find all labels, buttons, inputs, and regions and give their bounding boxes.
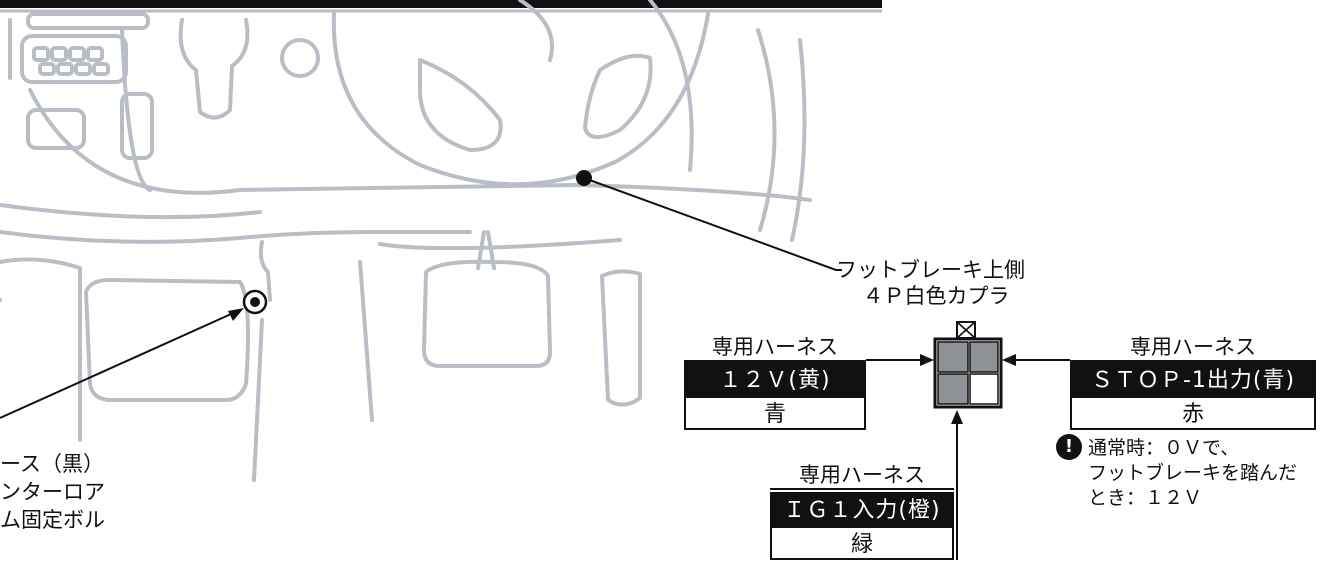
harness-left-signal: １２Ｖ(黄)	[686, 364, 864, 398]
note-line3: とき：１２Ｖ	[1088, 487, 1203, 509]
shift-lever	[178, 18, 250, 120]
harness-bottom-box: ＩＧ１入力(橙) 緑	[770, 492, 954, 560]
pin-bottom-right	[969, 373, 999, 405]
4-pin-connector-icon	[933, 337, 1003, 409]
harness-left-header: 専用ハーネス	[684, 334, 866, 362]
harness-bottom-header: 専用ハーネス	[770, 462, 954, 490]
harness-bottom-wire-color: 緑	[850, 532, 873, 557]
connector-label-line1: フットブレーキ上側	[836, 258, 1025, 282]
vent-panel	[20, 34, 128, 84]
ground-callout-line1: ース（黒）	[0, 452, 104, 476]
exclamation-circle-icon: !	[1056, 434, 1082, 460]
connector-leader-line	[583, 177, 842, 271]
ground-arrowhead	[228, 308, 244, 321]
note-line2: フットブレーキを踏んだ	[1088, 462, 1298, 484]
pin-top-left	[937, 341, 969, 373]
dashboard-illustration	[0, 0, 812, 482]
crossed-box-icon	[956, 321, 976, 339]
harness-right-wire-color: 赤	[1181, 402, 1204, 427]
pin-bottom-left	[937, 373, 969, 405]
bolt-target-icon	[242, 289, 268, 315]
accelerator-pedal	[600, 269, 642, 407]
harness-left-box: １２Ｖ(黄) 青	[684, 362, 866, 430]
ground-callout-line2: ンターロア	[0, 480, 105, 504]
harness-right-header: 専用ハーネス	[1070, 334, 1316, 362]
pin-top-right	[969, 341, 999, 373]
knee-panel	[0, 257, 82, 442]
ground-leader-line	[0, 309, 241, 419]
harness-right-box: ＳＴＯＰ-1出力(青) 赤	[1070, 362, 1316, 430]
harness-left-wire-color: 青	[763, 402, 786, 427]
center-console	[8, 18, 152, 192]
harness-bottom-signal: ＩＧ１入力(橙)	[772, 494, 952, 528]
ground-callout-line3: ム固定ボル	[0, 508, 105, 532]
top-banner	[0, 0, 882, 8]
note-line1: 通常時：０Ｖで、	[1088, 437, 1240, 459]
brake-pedal	[422, 259, 552, 368]
steering-wheel	[331, 12, 710, 187]
connector-label-line2: ４Ｐ白色カプラ	[862, 284, 1010, 308]
harness-right-signal: ＳＴＯＰ-1出力(青)	[1072, 364, 1314, 398]
